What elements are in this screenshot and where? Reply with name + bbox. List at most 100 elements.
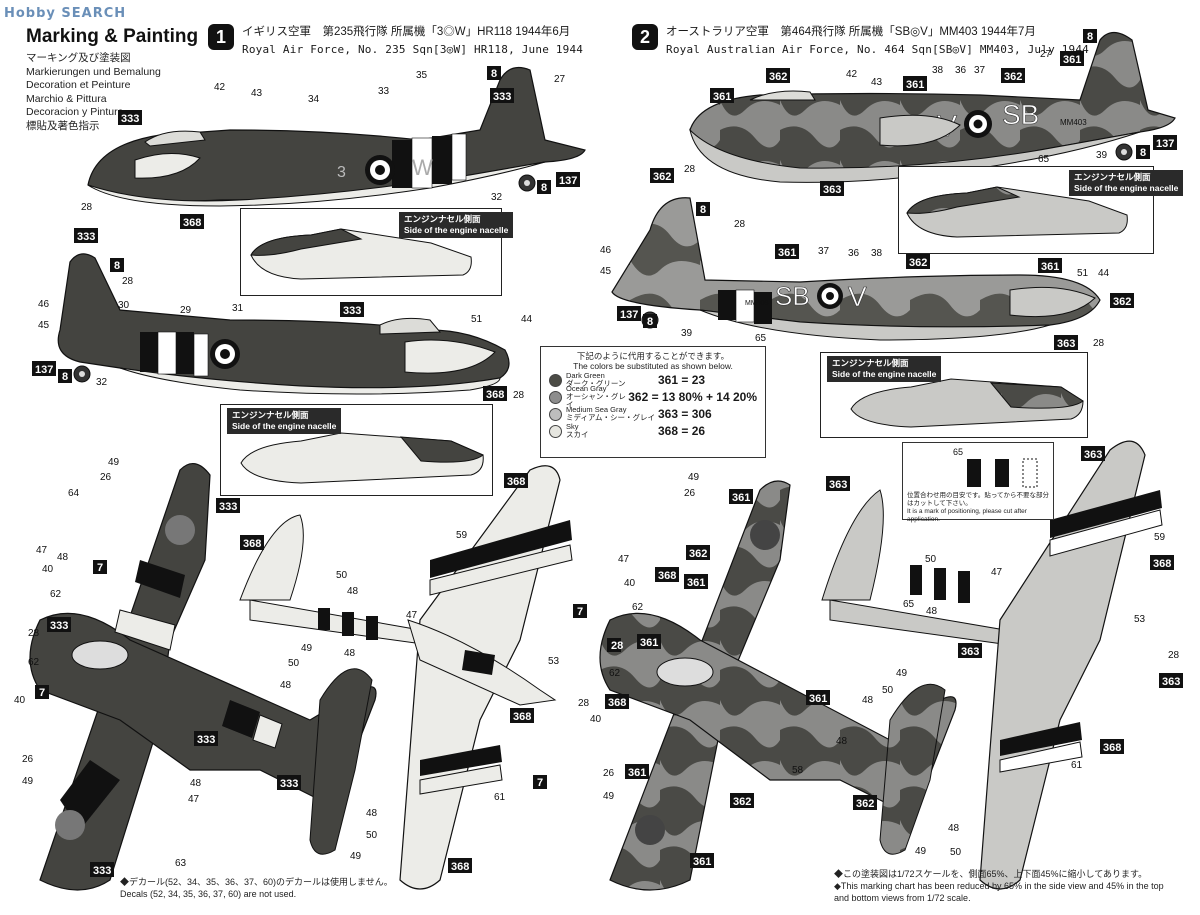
svg-text:53: 53: [548, 656, 560, 667]
svg-text:28: 28: [81, 202, 93, 213]
nacelle-label-en: Side of the engine nacelle: [404, 225, 509, 235]
svg-text:65: 65: [1038, 154, 1050, 165]
svg-text:362: 362: [1113, 296, 1131, 308]
scheme1-number-badge: 1: [208, 24, 234, 50]
svg-text:64: 64: [68, 488, 80, 499]
svg-text:47: 47: [618, 554, 630, 565]
svg-text:8: 8: [541, 182, 547, 194]
svg-text:50: 50: [288, 658, 300, 669]
svg-text:33: 33: [378, 86, 390, 97]
svg-text:361: 361: [809, 693, 827, 705]
color-name: Ocean Gray: [566, 384, 607, 393]
scheme1-nacelle-inset-upper: エンジンナセル側面 Side of the engine nacelle: [240, 208, 514, 296]
svg-text:8: 8: [1140, 147, 1146, 159]
color-name-jp: ダーク・グリーン: [566, 379, 626, 388]
svg-text:50: 50: [366, 830, 378, 841]
decal-footnote-en: Decals (52, 34, 35, 36, 37, 60) are not …: [120, 889, 297, 899]
svg-text:38: 38: [871, 248, 883, 259]
legend-note-en: The colors be substituted as shown below…: [573, 361, 733, 371]
svg-text:47: 47: [188, 794, 200, 805]
scheme2-serial-right: MM403: [1060, 118, 1087, 127]
svg-text:48: 48: [836, 736, 848, 747]
svg-text:7: 7: [97, 562, 103, 574]
language-item: Decoration et Peinture: [26, 79, 131, 92]
svg-text:62: 62: [50, 589, 62, 600]
scale-footnote: ◆この塗装図は1/72スケールを、側面65%、上下面45%に縮小してあります。 …: [834, 868, 1164, 904]
svg-text:62: 62: [632, 602, 644, 613]
color-name: Dark Green: [566, 371, 605, 380]
svg-text:361: 361: [640, 637, 658, 649]
color-substitution-legend: 下記のように代用することができます。 The colors be substit…: [540, 346, 766, 458]
svg-text:26: 26: [100, 472, 112, 483]
svg-text:8: 8: [700, 204, 706, 216]
svg-text:37: 37: [974, 65, 986, 76]
scheme2-bottom-view: [979, 440, 1163, 890]
color-swatch-sky: [549, 424, 562, 438]
svg-text:48: 48: [366, 808, 378, 819]
svg-text:38: 38: [932, 65, 944, 76]
color-name-jp: スカイ: [566, 430, 589, 439]
svg-text:49: 49: [915, 846, 927, 857]
svg-text:63: 63: [175, 858, 187, 869]
svg-text:137: 137: [35, 364, 53, 376]
color-name: Medium Sea Gray: [566, 405, 627, 414]
svg-text:36: 36: [848, 248, 860, 259]
svg-text:363: 363: [829, 479, 847, 491]
svg-text:7: 7: [577, 606, 583, 618]
svg-text:40: 40: [42, 564, 54, 575]
nacelle-label-en: Side of the engine nacelle: [1074, 183, 1179, 193]
svg-text:65: 65: [755, 333, 767, 344]
svg-text:368: 368: [513, 711, 531, 723]
svg-text:333: 333: [493, 91, 511, 103]
svg-text:39: 39: [1096, 150, 1108, 161]
language-item: Decoracion y Pintura: [26, 106, 124, 119]
scheme2-top-view: [599, 480, 957, 891]
svg-text:333: 333: [197, 734, 215, 746]
svg-text:361: 361: [778, 247, 796, 259]
svg-text:47: 47: [36, 545, 48, 556]
svg-text:361: 361: [693, 856, 711, 868]
language-item: Markierungen und Bemalung: [26, 65, 161, 78]
scheme2-nacelle-inset-upper: エンジンナセル側面 Side of the engine nacelle: [898, 166, 1184, 254]
svg-text:28: 28: [122, 276, 134, 287]
svg-text:333: 333: [93, 865, 111, 877]
svg-text:361: 361: [628, 767, 646, 779]
svg-text:37: 37: [818, 246, 830, 257]
color-swatch-medium-sea-gray: [549, 407, 562, 421]
svg-text:28: 28: [28, 628, 40, 639]
svg-text:8: 8: [114, 260, 120, 272]
svg-text:43: 43: [871, 77, 883, 88]
color-name: Sky: [566, 422, 579, 431]
scheme2-code-v-left-side: V: [848, 281, 867, 312]
color-code: 361 = 23: [658, 373, 706, 387]
svg-text:368: 368: [486, 389, 504, 401]
svg-text:137: 137: [620, 309, 638, 321]
svg-text:62: 62: [609, 668, 621, 679]
svg-text:368: 368: [451, 861, 469, 873]
svg-text:32: 32: [491, 192, 503, 203]
scheme2-tail-view: [821, 489, 1011, 646]
svg-text:49: 49: [108, 457, 120, 468]
svg-text:28: 28: [1093, 338, 1105, 349]
svg-text:26: 26: [684, 488, 696, 499]
svg-text:59: 59: [456, 530, 468, 541]
svg-text:333: 333: [121, 113, 139, 125]
svg-text:368: 368: [658, 570, 676, 582]
svg-text:361: 361: [1041, 261, 1059, 273]
svg-text:26: 26: [22, 754, 34, 765]
positioning-note: 65 位置合わせ用の目安です。貼ってから不要な部分はカットして下さい。 It i…: [902, 442, 1054, 523]
svg-text:40: 40: [590, 714, 602, 725]
svg-text:58: 58: [792, 765, 804, 776]
nacelle-label-jp: エンジンナセル側面: [832, 358, 909, 368]
svg-text:48: 48: [948, 823, 960, 834]
svg-text:49: 49: [301, 643, 313, 654]
svg-text:35: 35: [416, 70, 428, 81]
position-note-jp: 位置合わせ用の目安です。貼ってから不要な部分はカットして下さい。: [907, 492, 1050, 507]
scheme1-bottom-view: [399, 465, 573, 890]
scheme1-side-view-left: [57, 253, 510, 395]
svg-text:43: 43: [251, 88, 263, 99]
svg-text:363: 363: [1162, 676, 1180, 688]
